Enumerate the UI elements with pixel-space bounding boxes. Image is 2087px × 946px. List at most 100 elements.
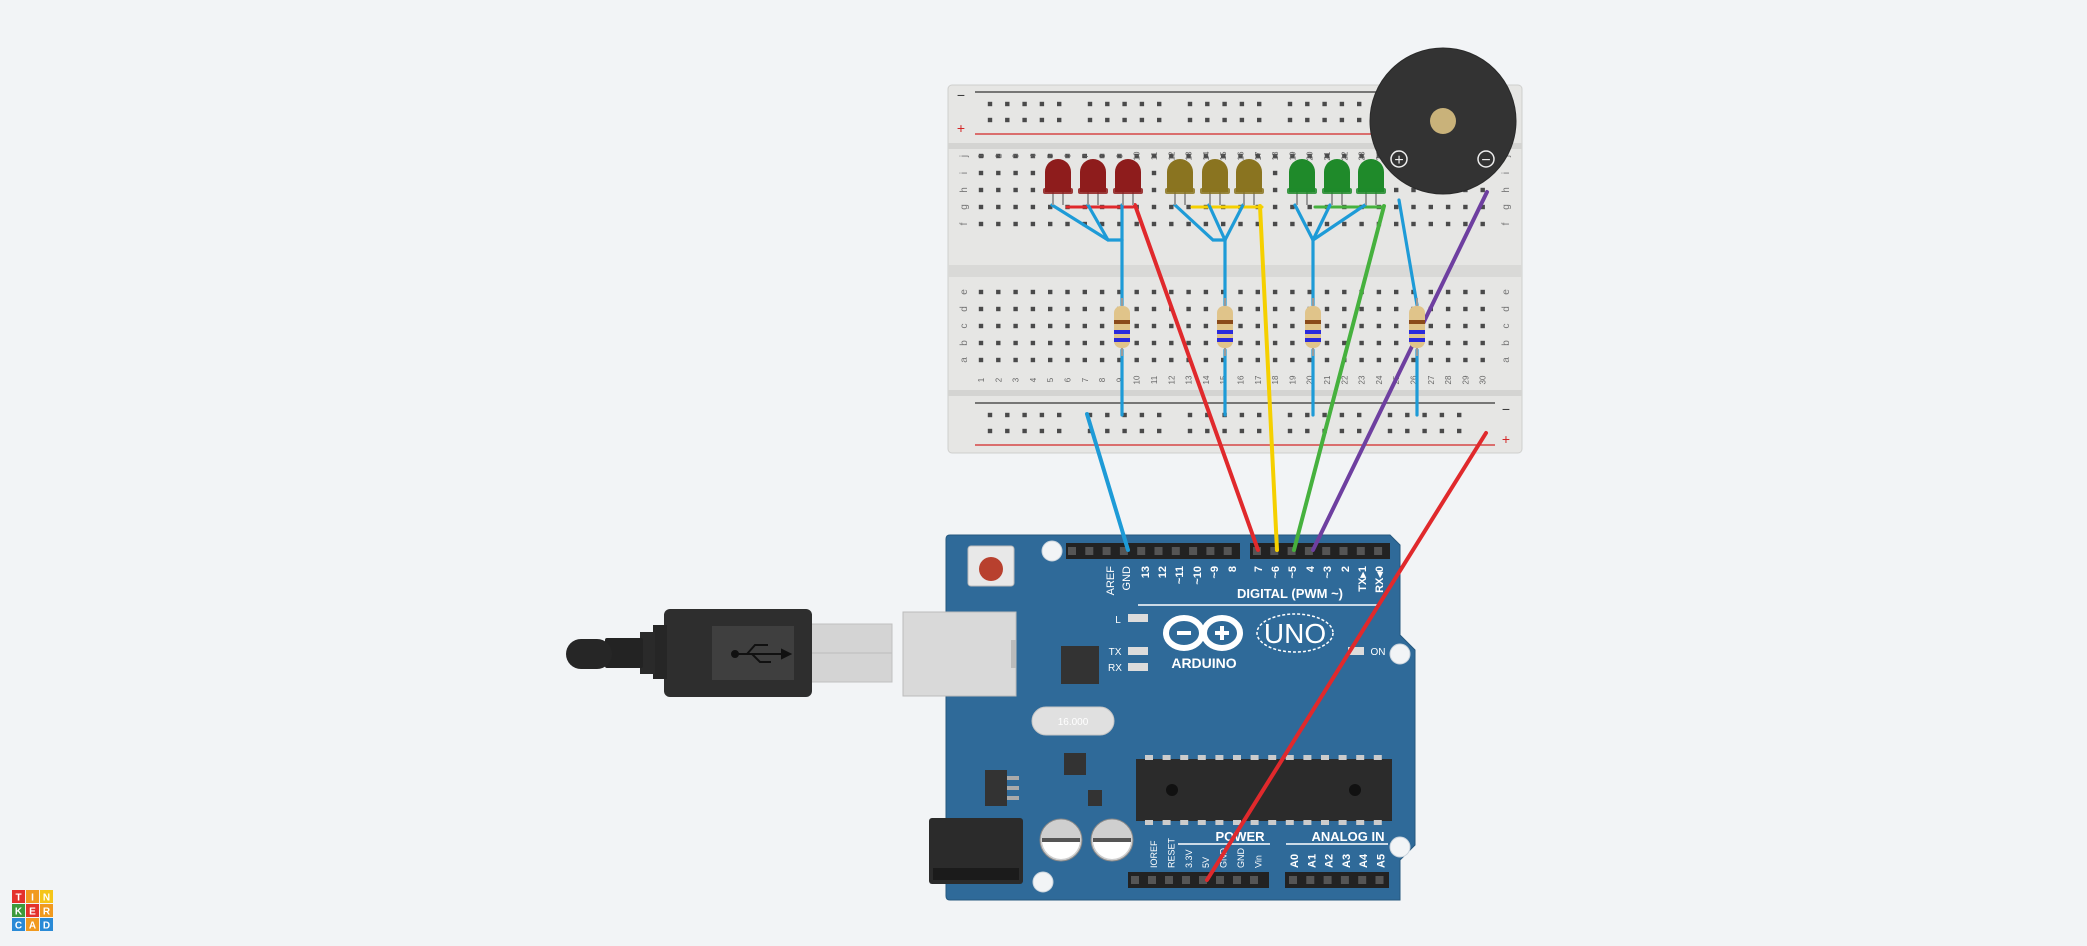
rail-hole[interactable] [1439, 412, 1445, 418]
rail-hole[interactable] [1222, 117, 1227, 123]
breadboard-hole[interactable] [1359, 306, 1364, 312]
breadboard-hole[interactable] [1134, 340, 1139, 346]
breadboard-hole[interactable] [1342, 323, 1347, 329]
breadboard-hole[interactable] [1463, 221, 1468, 227]
wire-gnd-blue[interactable] [1085, 412, 1130, 552]
header-socket[interactable] [1306, 876, 1315, 884]
breadboard-hole[interactable] [1376, 340, 1382, 346]
header-socket[interactable] [1287, 547, 1296, 555]
rail-hole[interactable] [1422, 428, 1427, 434]
breadboard-hole[interactable] [1411, 204, 1416, 210]
header-socket[interactable] [1102, 547, 1111, 555]
breadboard-hole[interactable] [1203, 221, 1209, 227]
breadboard-hole[interactable] [1151, 204, 1157, 210]
analog-header[interactable] [1285, 872, 1389, 888]
breadboard-hole[interactable] [1134, 221, 1139, 227]
rail-hole[interactable] [1322, 101, 1327, 107]
breadboard-hole[interactable] [1013, 340, 1018, 346]
breadboard-hole[interactable] [1255, 323, 1260, 329]
rail-hole[interactable] [1305, 101, 1310, 107]
breadboard-hole[interactable] [1186, 204, 1191, 210]
breadboard-hole[interactable] [1324, 323, 1330, 329]
breadboard-hole[interactable] [1394, 187, 1399, 193]
rail-hole[interactable] [1239, 117, 1245, 123]
breadboard-hole[interactable] [996, 153, 1001, 159]
breadboard-hole[interactable] [1290, 221, 1295, 227]
breadboard-hole[interactable] [1272, 306, 1278, 312]
breadboard-hole[interactable] [1272, 187, 1278, 193]
led-4[interactable] [1165, 159, 1195, 205]
rail-hole[interactable] [1457, 428, 1462, 434]
wire-pin5-green[interactable] [1292, 204, 1386, 552]
header-socket[interactable] [1154, 547, 1163, 555]
reset-button-cap[interactable] [979, 557, 1003, 581]
breadboard-hole[interactable] [996, 340, 1001, 346]
breadboard-hole[interactable] [1117, 289, 1122, 295]
breadboard-hole[interactable] [1463, 323, 1468, 329]
breadboard-hole[interactable] [1290, 357, 1295, 363]
breadboard-hole[interactable] [1048, 323, 1053, 329]
rail-hole[interactable] [1357, 412, 1362, 418]
rail-hole[interactable] [1357, 117, 1362, 123]
breadboard-hole[interactable] [1307, 289, 1312, 295]
breadboard-hole[interactable] [1445, 357, 1451, 363]
rail-hole[interactable] [1322, 117, 1327, 123]
breadboard-hole[interactable] [996, 221, 1001, 227]
rail-hole[interactable] [1287, 117, 1293, 123]
breadboard-hole[interactable] [1394, 306, 1399, 312]
breadboard-hole[interactable] [1445, 289, 1451, 295]
rail-hole[interactable] [1057, 101, 1062, 107]
breadboard-hole[interactable] [1099, 306, 1105, 312]
breadboard-hole[interactable] [1099, 221, 1105, 227]
breadboard-hole[interactable] [1151, 170, 1157, 176]
wire-blue-jumper[interactable] [1311, 203, 1332, 242]
breadboard-hole[interactable] [1134, 323, 1139, 329]
breadboard-hole[interactable] [1151, 289, 1157, 295]
breadboard-hole[interactable] [1221, 357, 1226, 363]
header-socket[interactable] [1119, 547, 1128, 555]
digital-header-right[interactable] [1250, 543, 1390, 559]
breadboard-hole[interactable] [1307, 153, 1312, 159]
wire-pin6-yellow[interactable] [1258, 204, 1279, 552]
breadboard-hole[interactable] [1065, 357, 1070, 363]
breadboard-hole[interactable] [1030, 340, 1036, 346]
rail-hole[interactable] [1057, 412, 1062, 418]
breadboard-hole[interactable] [1272, 323, 1278, 329]
breadboard-hole[interactable] [1480, 323, 1485, 329]
breadboard-hole[interactable] [1151, 153, 1157, 159]
breadboard-hole[interactable] [1480, 306, 1485, 312]
rail-hole[interactable] [1287, 428, 1293, 434]
breadboard-hole[interactable] [978, 170, 984, 176]
breadboard-hole[interactable] [1255, 153, 1260, 159]
breadboard-hole[interactable] [1048, 357, 1053, 363]
breadboard-hole[interactable] [1117, 221, 1122, 227]
wire-pin7-red[interactable] [1133, 203, 1260, 552]
led-5[interactable] [1200, 159, 1230, 205]
breadboard-hole[interactable] [1290, 306, 1295, 312]
header-socket[interactable] [1223, 547, 1232, 555]
rail-hole[interactable] [1087, 412, 1093, 418]
breadboard-hole[interactable] [1013, 323, 1018, 329]
rail-hole[interactable] [1187, 101, 1193, 107]
breadboard-hole[interactable] [978, 221, 984, 227]
breadboard-hole[interactable] [1065, 289, 1070, 295]
breadboard-hole[interactable] [1203, 357, 1209, 363]
rail-hole[interactable] [1205, 412, 1210, 418]
rail-hole[interactable] [1405, 412, 1410, 418]
rail-hole[interactable] [1305, 117, 1310, 123]
rail-hole[interactable] [1222, 101, 1227, 107]
breadboard-hole[interactable] [1048, 153, 1053, 159]
breadboard-hole[interactable] [996, 289, 1001, 295]
breadboard-hole[interactable] [1324, 306, 1330, 312]
breadboard-hole[interactable] [1099, 357, 1105, 363]
header-socket[interactable] [1289, 876, 1297, 884]
breadboard-hole[interactable] [1221, 289, 1226, 295]
header-socket[interactable] [1374, 547, 1383, 555]
breadboard-hole[interactable] [1463, 204, 1468, 210]
breadboard-hole[interactable] [1151, 340, 1157, 346]
breadboard-hole[interactable] [1048, 204, 1053, 210]
breadboard-hole[interactable] [1203, 306, 1209, 312]
rail-hole[interactable] [1039, 117, 1045, 123]
